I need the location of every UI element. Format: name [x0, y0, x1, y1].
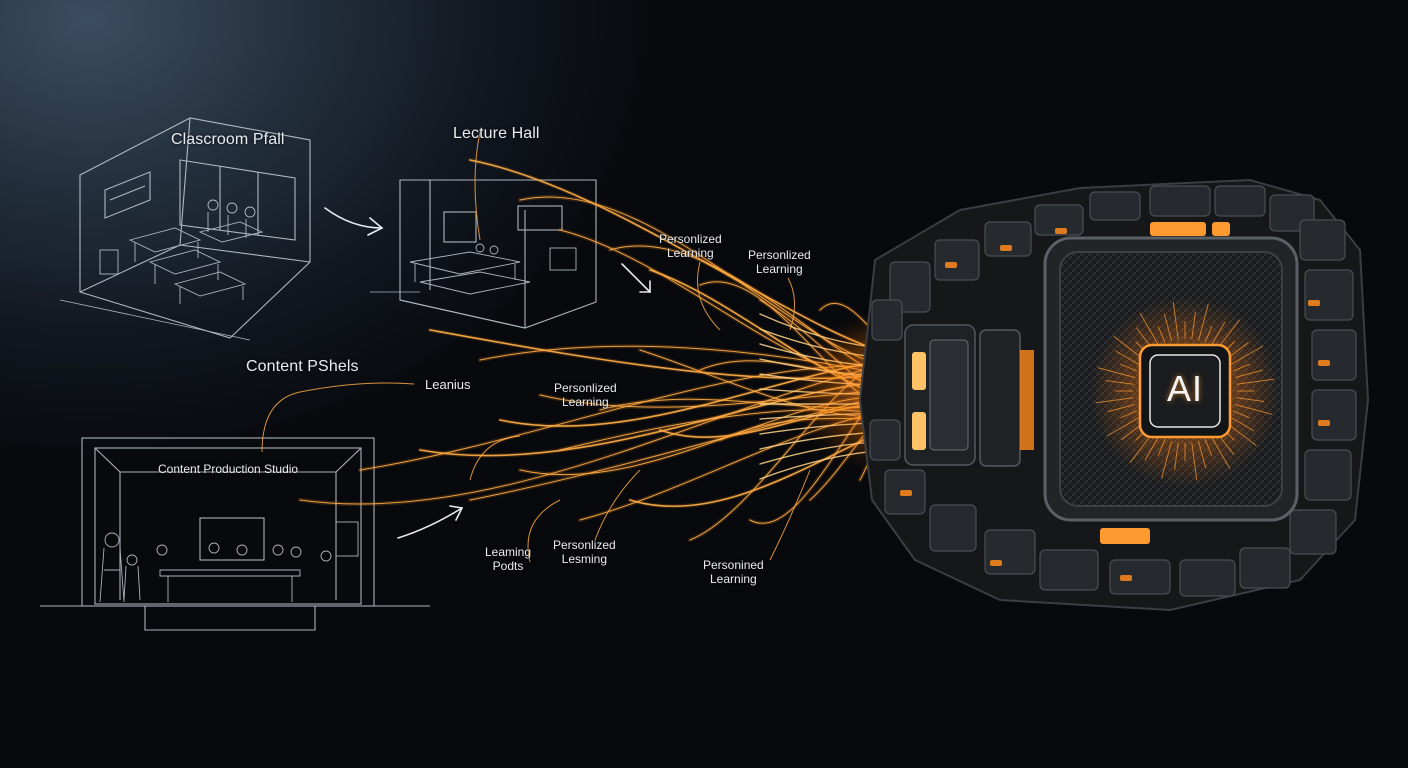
- classroom-sketch: [59, 117, 311, 341]
- circuit-trace: [1106, 416, 1141, 437]
- hull-block: [871, 299, 903, 341]
- hull-block: [1311, 329, 1357, 381]
- circuit-trace: [1107, 403, 1135, 413]
- hull-block: [1299, 219, 1346, 261]
- circuit-trace: [1235, 403, 1273, 415]
- hull-block: [1039, 549, 1099, 591]
- hull-block: [1109, 559, 1171, 595]
- accent-light: [1308, 300, 1320, 306]
- hull-block: [1239, 547, 1291, 589]
- label-content-panels: Content PShels: [246, 358, 359, 375]
- hull-block: [929, 504, 977, 552]
- circuit-trace: [1229, 416, 1255, 432]
- circuit-trace: [1229, 345, 1264, 366]
- hull-block: [984, 529, 1036, 575]
- circuit-trace: [1144, 435, 1160, 461]
- circuit-trace: [1139, 312, 1160, 347]
- circuit-trace: [1097, 367, 1135, 379]
- circuit-trace: [1115, 350, 1141, 366]
- flow-arrows: [324, 207, 651, 539]
- hull-block: [984, 221, 1032, 257]
- circuit-trace: [1225, 422, 1257, 447]
- studio-sketch: [40, 437, 430, 631]
- hull-block: [1179, 559, 1236, 597]
- accent-light: [1055, 228, 1067, 234]
- ai-chip-label: AI: [1166, 368, 1203, 409]
- hull-block: [1304, 269, 1354, 321]
- accent-light: [1120, 575, 1132, 581]
- circuit-trace: [1191, 442, 1198, 481]
- accent-light: [990, 560, 1002, 566]
- circuit-trace: [1204, 326, 1213, 344]
- hull-block: [1304, 449, 1352, 501]
- circuit-trace: [1174, 442, 1179, 471]
- circuit-trace: [1232, 410, 1250, 419]
- ai-hardware-module: [858, 178, 1370, 612]
- circuit-trace: [1191, 311, 1196, 340]
- accent-light: [945, 262, 957, 268]
- circuit-trace: [1197, 303, 1209, 341]
- circuit-trace: [1157, 326, 1166, 344]
- hull-block: [1034, 204, 1084, 236]
- circuit-trace: [1163, 313, 1173, 341]
- circuit-trace: [1204, 438, 1213, 456]
- circuit-trace: [1105, 380, 1134, 385]
- circuit-trace: [1172, 301, 1179, 340]
- lecture-hall-sketch: [370, 179, 597, 329]
- accent-light: [900, 490, 912, 496]
- circuit-trace: [1161, 441, 1173, 479]
- accent-light: [1318, 420, 1330, 426]
- circuit-trace: [1113, 335, 1145, 360]
- hull-block: [1214, 185, 1266, 217]
- circuit-trace: [1120, 410, 1138, 419]
- hull-block: [1311, 389, 1357, 441]
- circuit-trace: [1197, 441, 1207, 469]
- circuit-trace: [1210, 435, 1231, 470]
- hull-block: [889, 261, 931, 313]
- circuit-trace: [1235, 369, 1263, 379]
- hull-block: [869, 419, 901, 461]
- circuit-trace: [1210, 321, 1226, 347]
- circuit-trace: [1236, 397, 1265, 402]
- label-lecture-hall: Lecture Hall: [453, 125, 540, 142]
- accent-light: [1318, 360, 1330, 366]
- hull-block: [934, 239, 980, 281]
- hull-block: [1289, 509, 1337, 555]
- circuit-trace: [1232, 363, 1250, 372]
- circuit-trace: [1157, 438, 1166, 456]
- accent-light: [1000, 245, 1012, 251]
- circuit-trace: [1095, 397, 1134, 404]
- hull-block: [1089, 191, 1141, 221]
- circuit-trace: [1236, 378, 1275, 385]
- hull-block: [1149, 185, 1211, 217]
- label-leanius: Leanius: [425, 377, 471, 392]
- label-classroom: Clascroom Pfall: [171, 131, 285, 148]
- circuit-trace: [1120, 363, 1138, 372]
- label-studio: Content Production Studio: [158, 462, 299, 476]
